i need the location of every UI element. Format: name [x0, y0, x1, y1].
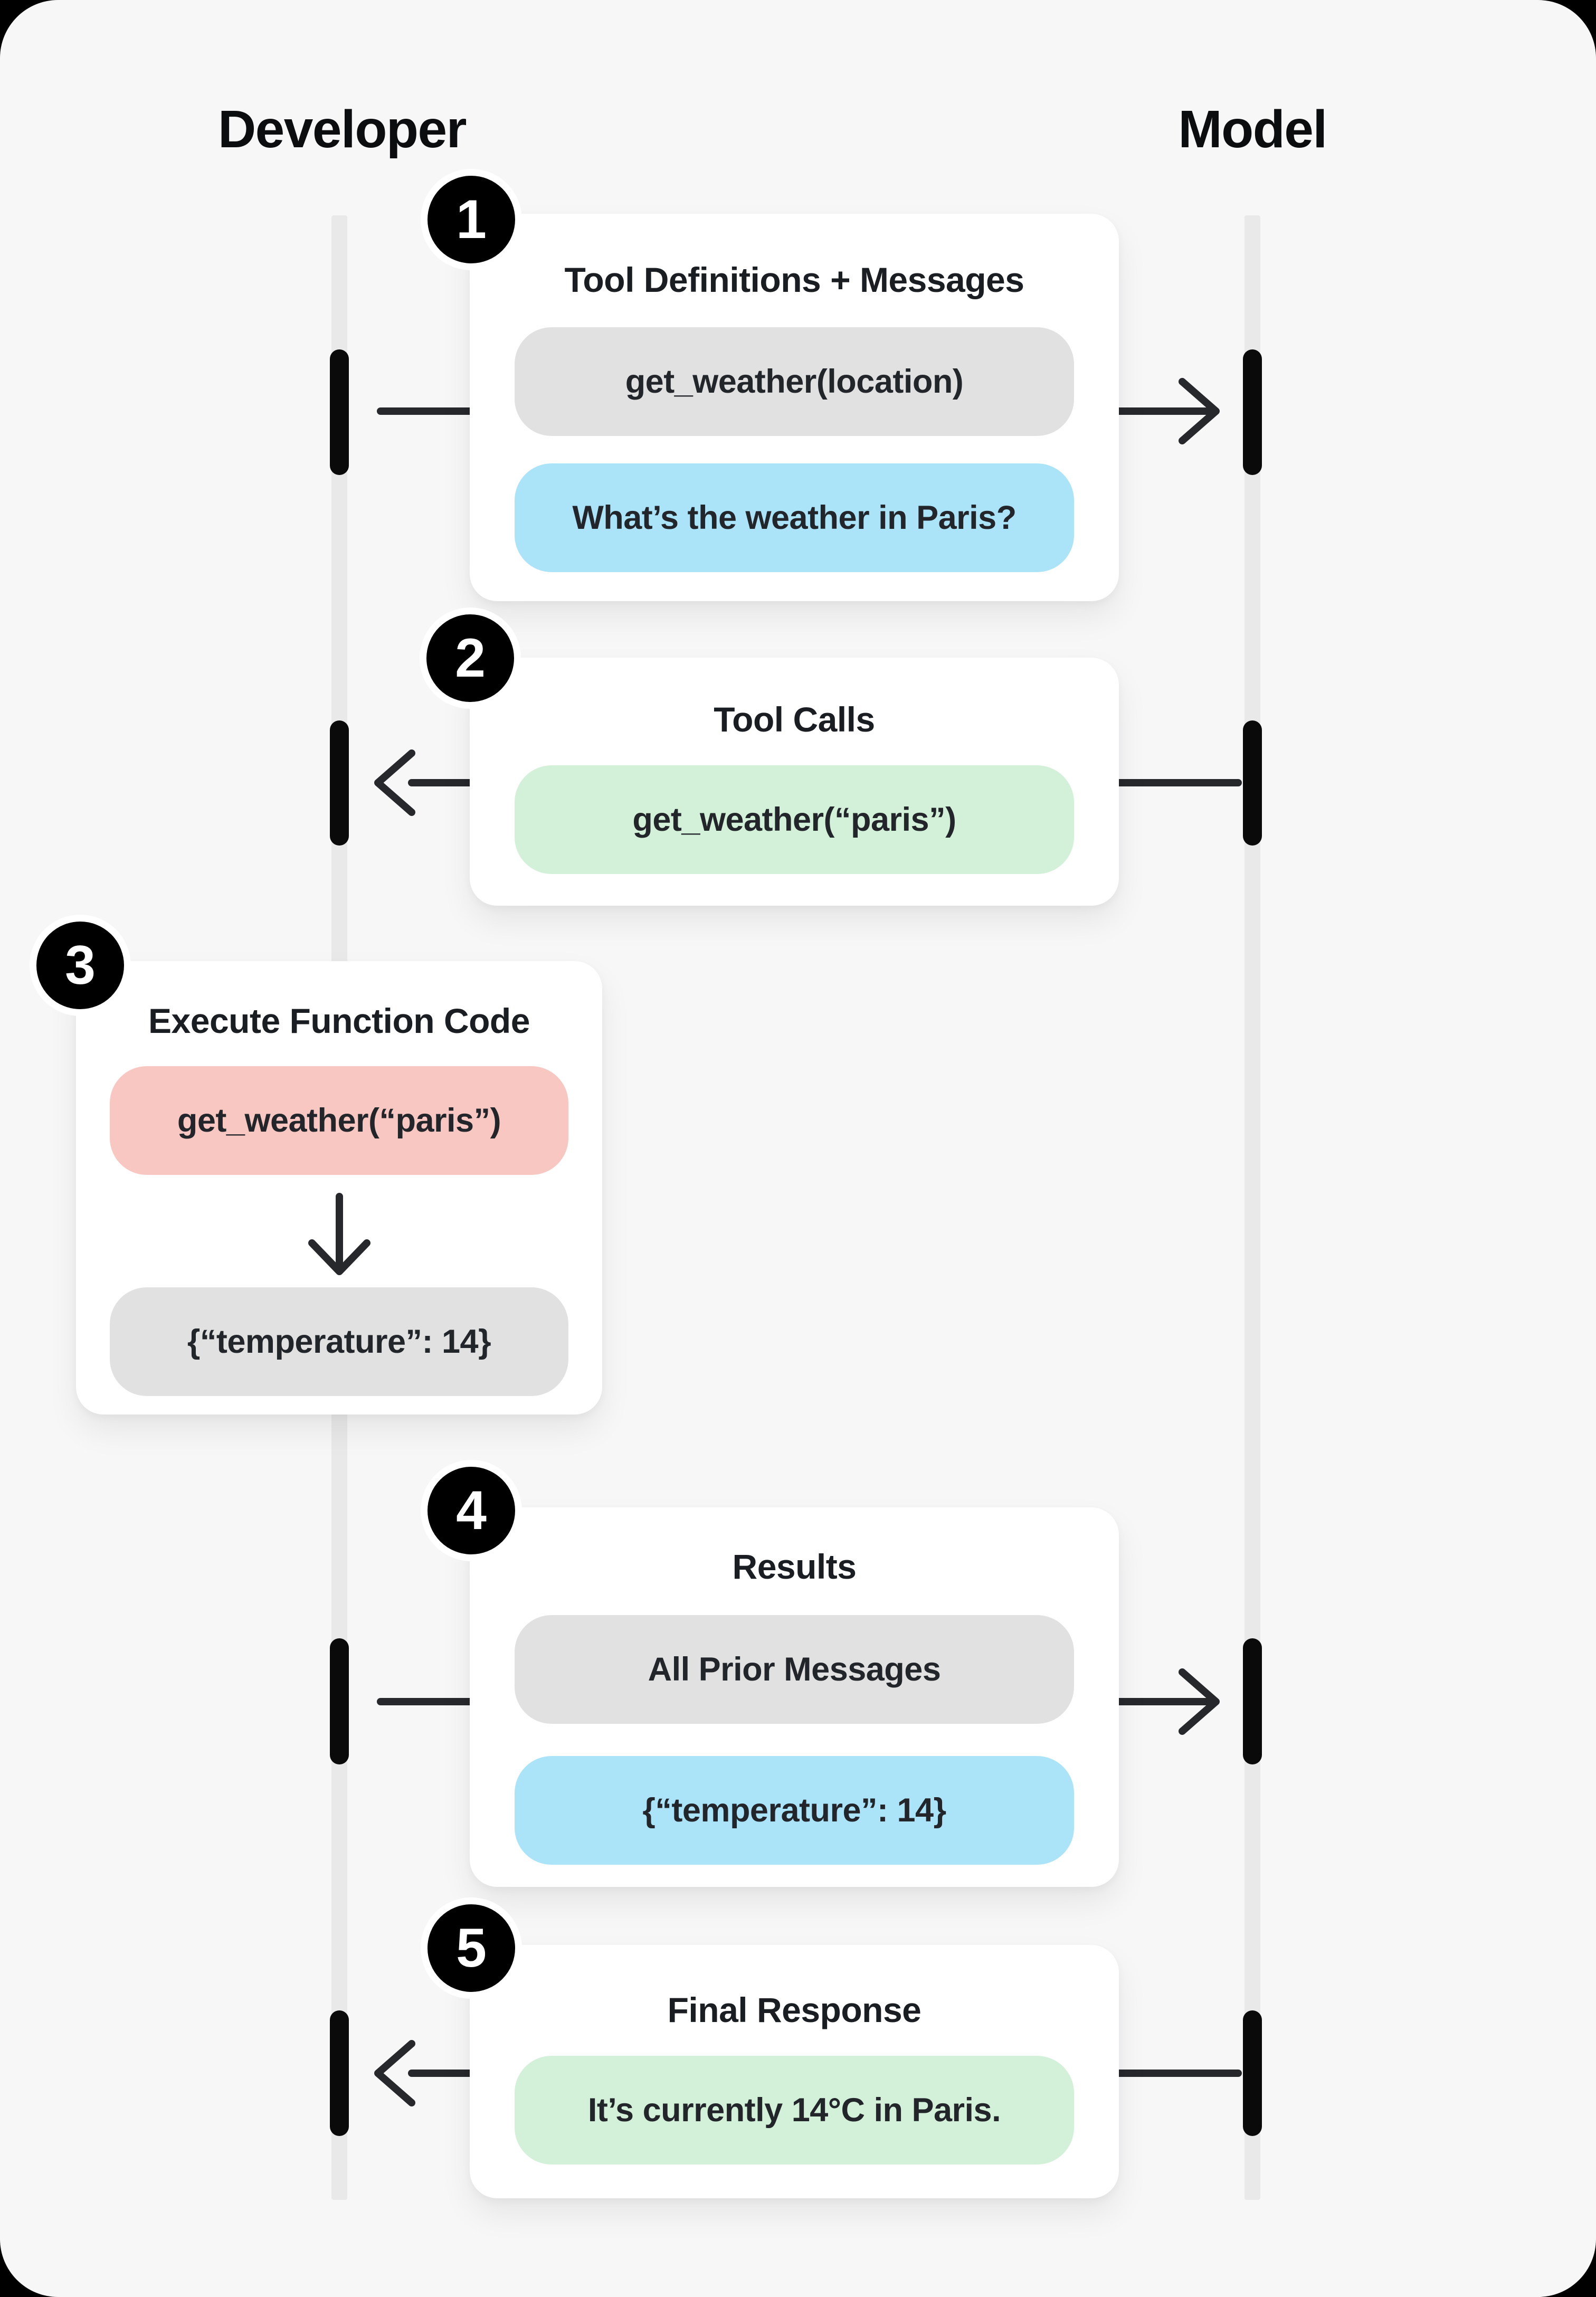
user-message-pill: What’s the weather in Paris?	[515, 463, 1074, 572]
developer-activation-bar	[330, 2010, 349, 2136]
step-card-execute-function: Execute Function Code get_weather(“paris…	[76, 961, 602, 1415]
model-activation-bar	[1243, 720, 1262, 846]
arrow-down-icon	[302, 1192, 376, 1277]
step-title: Tool Calls	[714, 700, 875, 739]
step-title: Execute Function Code	[148, 1001, 530, 1040]
step-number-badge: 5	[421, 1897, 522, 1999]
step-title: Final Response	[667, 1990, 922, 2029]
tool-definition-pill: get_weather(location)	[515, 327, 1074, 436]
model-activation-bar	[1243, 349, 1262, 475]
step-card-tool-definitions: Tool Definitions + Messages get_weather(…	[470, 214, 1119, 601]
model-lifeline	[1244, 215, 1260, 2200]
result-message-pill: {“temperature”: 14}	[515, 1756, 1074, 1865]
step-number-badge: 3	[30, 915, 131, 1016]
function-execution-pill: get_weather(“paris”)	[110, 1066, 568, 1175]
developer-activation-bar	[330, 720, 349, 846]
step-card-tool-calls: Tool Calls get_weather(“paris”)	[470, 658, 1119, 906]
actor-label-model: Model	[1178, 100, 1327, 159]
developer-activation-bar	[330, 349, 349, 475]
developer-activation-bar	[330, 1638, 349, 1764]
model-activation-bar	[1243, 1638, 1262, 1764]
model-activation-bar	[1243, 2010, 1262, 2136]
prior-messages-pill: All Prior Messages	[515, 1615, 1074, 1724]
final-response-pill: It’s currently 14°C in Paris.	[515, 2056, 1074, 2165]
step-title: Tool Definitions + Messages	[564, 260, 1024, 299]
step-card-final-response: Final Response It’s currently 14°C in Pa…	[470, 1945, 1119, 2198]
tool-call-pill: get_weather(“paris”)	[515, 765, 1074, 874]
step-number-badge: 1	[421, 169, 522, 270]
step-number-badge: 4	[421, 1460, 522, 1561]
actor-label-developer: Developer	[217, 100, 467, 159]
function-result-pill: {“temperature”: 14}	[110, 1287, 568, 1396]
step-card-results: Results All Prior Messages {“temperature…	[470, 1507, 1119, 1887]
step-number-badge: 2	[420, 608, 521, 709]
step-title: Results	[732, 1547, 857, 1586]
